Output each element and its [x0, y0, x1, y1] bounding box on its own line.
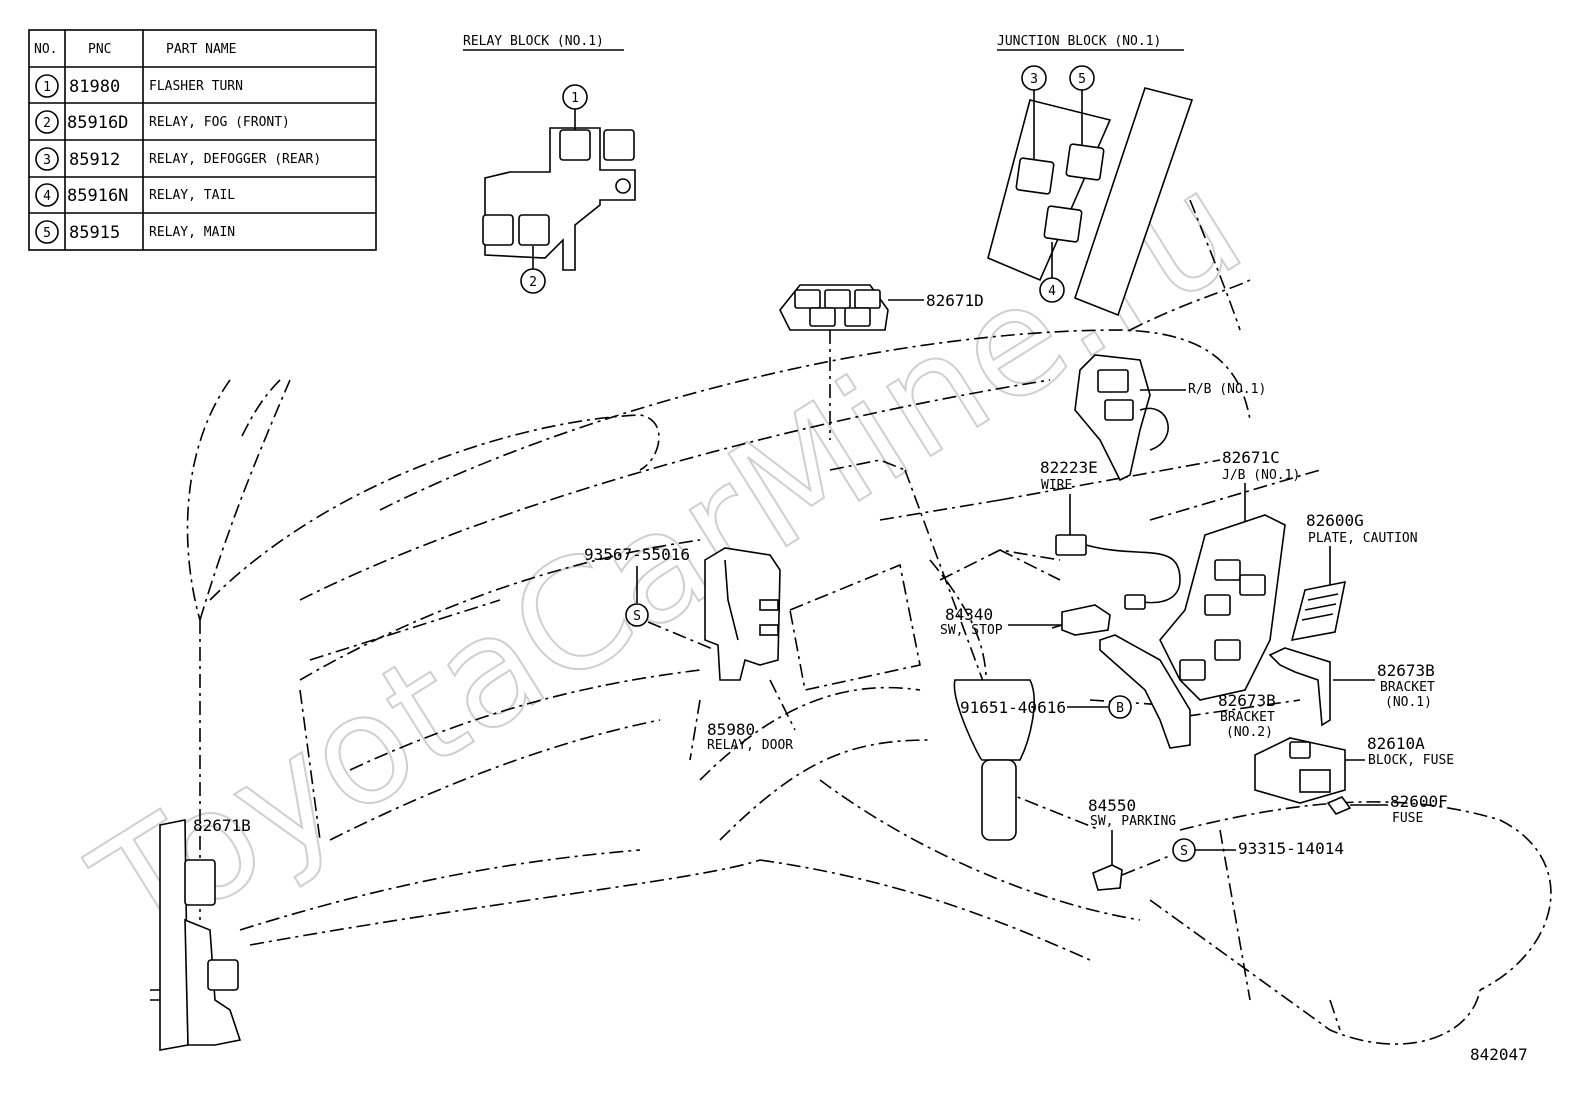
stop-switch-84340: 84340 SW, STOP — [940, 604, 1111, 638]
bracket-82673B-no2: 91651-40616 B 82673B BRACKET (NO.2) — [960, 634, 1276, 749]
relay-4 — [1043, 205, 1083, 243]
junction-block-82671C: 82671C J/B (NO.1) — [1159, 448, 1300, 701]
wire-82223E: 82223E WIRE — [1040, 458, 1181, 610]
relay-unnumbered — [603, 129, 635, 161]
fuse-82600F: 82600F FUSE — [1326, 792, 1448, 826]
relay-3 — [1015, 157, 1055, 195]
callout-name: BRACKET — [1380, 680, 1435, 695]
table-header-pnc: PNC — [88, 42, 111, 57]
callout-number: 1 — [571, 91, 579, 106]
callout-pnc: 85980 — [707, 720, 755, 739]
relay-block-title: RELAY BLOCK (NO.1) — [463, 34, 604, 49]
row-number: 3 — [43, 153, 51, 168]
callout-pnc: 82673B — [1377, 661, 1435, 680]
relay-block-bracket — [484, 127, 636, 271]
relay-85980: 85980 RELAY, DOOR — [689, 547, 796, 761]
callout-pnc: 84340 — [945, 605, 993, 624]
callout-pnc: 82600F — [1390, 792, 1448, 811]
row-number: 5 — [43, 226, 51, 241]
junction-block-strip — [1074, 87, 1194, 317]
table-row: 4 85916N RELAY, TAIL — [35, 183, 235, 207]
relay-unnumbered — [482, 214, 514, 246]
row-number: 2 — [43, 116, 51, 131]
table-header-part-name: PART NAME — [166, 42, 236, 57]
callout-name: PLATE, CAUTION — [1308, 531, 1418, 546]
dashboard-outline — [186, 199, 1552, 1045]
callout-pnc: R/B (NO.1) — [1188, 382, 1266, 397]
relay-block-rb-no1: R/B (NO.1) — [1074, 354, 1266, 482]
parking-switch-84550: 84550 SW, PARKING S 93315-14014 — [1088, 796, 1344, 891]
callout-pnc: 82671B — [193, 816, 251, 835]
callout-pnc: 93315-14014 — [1238, 839, 1344, 858]
screw-symbol: S — [633, 609, 641, 624]
callout-name: SW, STOP — [940, 623, 1003, 638]
row-part-name: RELAY, TAIL — [149, 188, 235, 203]
relay-block-82671D: 82671D — [779, 284, 984, 331]
callout-number: 3 — [1030, 72, 1038, 87]
callout-name-secondary: (NO.2) — [1226, 725, 1273, 740]
callout-name: FUSE — [1392, 811, 1423, 826]
table-row: 5 85915 RELAY, MAIN — [35, 220, 235, 244]
callout-name-secondary: (NO.1) — [1385, 695, 1432, 710]
mounting-hole — [615, 178, 631, 194]
relay-block-inset: RELAY BLOCK (NO.1) 1 2 — [463, 34, 636, 294]
row-pnc: 85915 — [69, 223, 120, 243]
row-pnc: 81980 — [69, 77, 120, 97]
table-row: 1 81980 FLASHER TURN — [35, 74, 243, 98]
callout-pnc: 82671D — [926, 291, 984, 310]
callout-name: BRACKET — [1220, 710, 1275, 725]
drawing-number: 842047 — [1470, 1045, 1528, 1064]
relay-1 — [559, 129, 591, 161]
callout-pnc: 82600G — [1306, 511, 1364, 530]
callout-name: SW, PARKING — [1090, 814, 1176, 829]
caution-plate-82600G: 82600G PLATE, CAUTION — [1290, 511, 1418, 642]
shift-lever — [953, 679, 1035, 841]
callout-number: 4 — [1048, 284, 1056, 299]
callout-pnc: 82223E — [1040, 458, 1098, 477]
screw-93567-55016: 93567-55016 S — [584, 545, 716, 651]
row-pnc: 85912 — [69, 150, 120, 170]
callout-name: BLOCK, FUSE — [1368, 753, 1454, 768]
callout-number: 2 — [529, 275, 537, 290]
relay-block-82671B: 82671B — [150, 816, 251, 1051]
junction-block-title: JUNCTION BLOCK (NO.1) — [997, 34, 1161, 49]
row-number: 1 — [43, 80, 51, 95]
callout-name: WIRE — [1041, 478, 1072, 493]
callout-pnc: 82671C — [1222, 448, 1280, 467]
callout-name: J/B (NO.1) — [1222, 468, 1300, 483]
row-pnc: 85916N — [67, 186, 128, 206]
parts-table: NO. PNC PART NAME 1 81980 FLASHER TURN 2… — [28, 29, 377, 251]
relay-5 — [1065, 143, 1105, 181]
junction-block-inset: JUNCTION BLOCK (NO.1) 3 5 4 — [987, 34, 1194, 317]
bolt-symbol: B — [1116, 701, 1124, 716]
callout-pnc: 82610A — [1367, 734, 1425, 753]
relay-2 — [518, 214, 550, 246]
callout-pnc: 91651-40616 — [960, 698, 1066, 717]
fuse-block-82610A: 82610A BLOCK, FUSE — [1254, 734, 1454, 804]
bracket-82673B-no1: 82673B BRACKET (NO.1) — [1268, 647, 1435, 727]
row-pnc: 85916D — [67, 113, 128, 133]
callout-name: RELAY, DOOR — [707, 738, 793, 753]
row-part-name: FLASHER TURN — [149, 79, 243, 94]
screw-symbol: S — [1180, 844, 1188, 859]
callout-pnc: 93567-55016 — [584, 545, 690, 564]
table-header-no: NO. — [34, 42, 57, 57]
row-part-name: RELAY, DEFOGGER (REAR) — [149, 152, 321, 167]
callout-pnc: 82673B — [1218, 691, 1276, 710]
row-part-name: RELAY, MAIN — [149, 225, 235, 240]
row-part-name: RELAY, FOG (FRONT) — [149, 115, 290, 130]
callout-number: 5 — [1078, 72, 1086, 87]
row-number: 4 — [43, 189, 51, 204]
callout-pnc: 84550 — [1088, 796, 1136, 815]
table-row: 3 85912 RELAY, DEFOGGER (REAR) — [35, 147, 321, 171]
table-row: 2 85916D RELAY, FOG (FRONT) — [35, 110, 290, 134]
